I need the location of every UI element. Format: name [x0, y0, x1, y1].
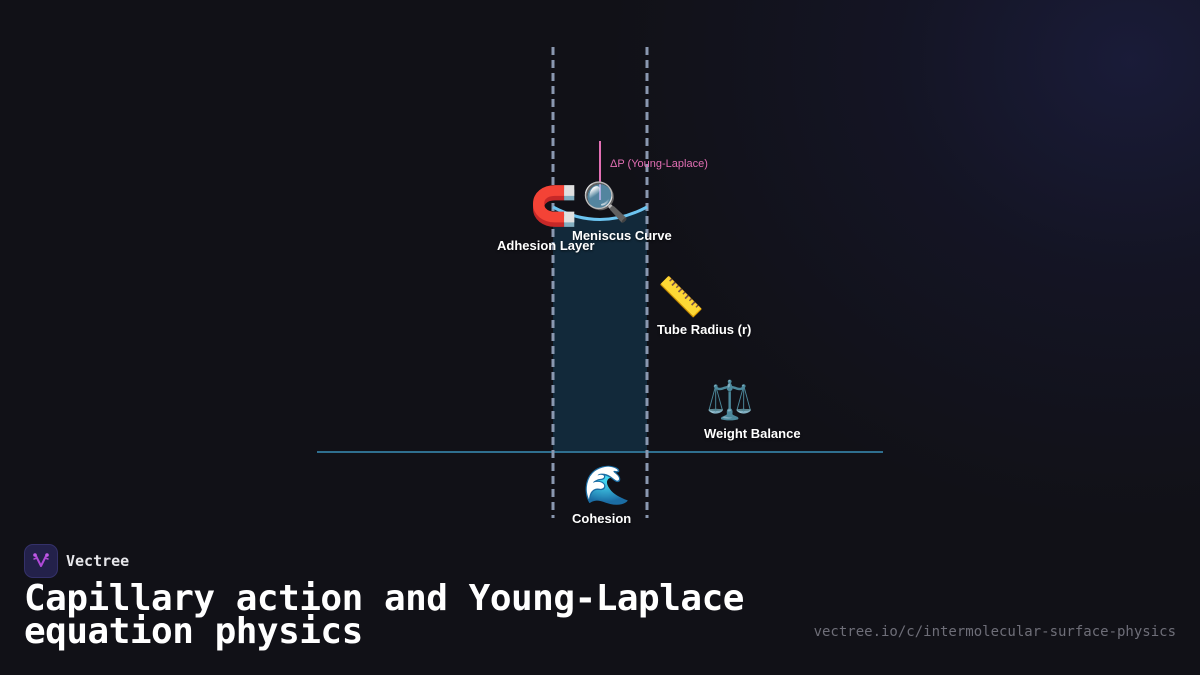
meniscus-curve: [552, 205, 648, 221]
adhesion-layer-label: Adhesion Layer: [497, 238, 595, 253]
source-url[interactable]: vectree.io/c/intermolecular-surface-phys…: [813, 624, 1176, 640]
page-title: Capillary action and Young-Laplace equat…: [24, 578, 744, 652]
meniscus-curve-label: Meniscus Curve: [572, 228, 672, 243]
tube-radius-label: Tube Radius (r): [657, 322, 752, 337]
ruler-icon: 📏: [657, 275, 705, 319]
pressure-label: ΔP (Young-Laplace): [610, 158, 708, 170]
cohesion-label: Cohesion: [572, 511, 632, 526]
balance-scale-icon: ⚖️: [706, 378, 754, 422]
water-column: [553, 207, 647, 452]
weight-balance-label: Weight Balance: [704, 426, 801, 441]
capillary-diagram: ΔP (Young-Laplace) 🧲 Adhesion Layer 🔍 Me…: [317, 47, 883, 526]
vectree-logo-icon: [24, 544, 58, 578]
magnet-icon: 🧲: [530, 184, 578, 228]
wave-icon: 🌊: [583, 463, 631, 507]
capillary-tube-graphic: [317, 47, 883, 518]
brand: Vectree: [24, 544, 129, 578]
magnifier-icon: 🔍: [582, 180, 630, 224]
brand-name: Vectree: [66, 552, 130, 570]
